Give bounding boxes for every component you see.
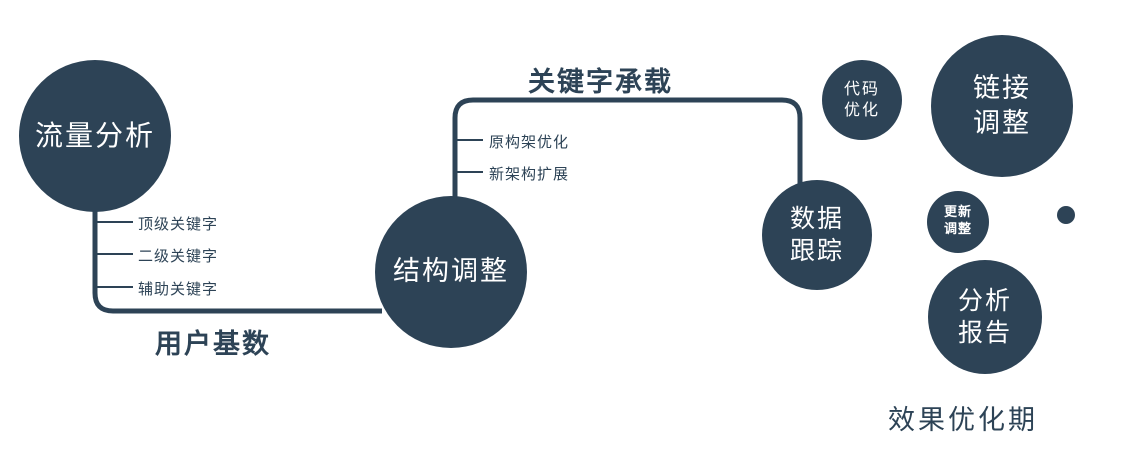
- node-data-tracking-line2: 跟踪: [789, 236, 844, 265]
- flow-label-user-base: 用户基数: [155, 329, 271, 360]
- flow-label-keyword-carrying: 关键字承载: [528, 67, 673, 98]
- node-code-optimization-line2: 优化: [843, 100, 880, 119]
- branch-label-original-architecture: 原构架优化: [489, 133, 570, 151]
- node-traffic-analysis: 流量分析: [19, 60, 171, 212]
- node-analysis-report: 分析 报告: [928, 260, 1042, 374]
- node-update-adjustment-line1: 更新: [943, 205, 972, 221]
- node-data-tracking-line1: 数据: [789, 203, 844, 233]
- branch-label-auxiliary-keyword: 辅助关键字: [138, 280, 219, 298]
- node-link-adjustment-line1: 链接: [973, 72, 1031, 104]
- node-analysis-report-line2: 报告: [957, 318, 1012, 347]
- branch-label-top-keyword: 顶级关键字: [138, 215, 219, 233]
- node-traffic-analysis-label: 流量分析: [34, 118, 155, 152]
- node-structure-adjustment-label: 结构调整: [393, 256, 509, 288]
- node-analysis-report-line1: 分析: [957, 285, 1012, 315]
- phase-label: 效果优化期: [888, 405, 1038, 436]
- node-update-adjustment-line2: 调整: [943, 222, 972, 237]
- node-link-adjustment: 链接 调整: [931, 35, 1073, 177]
- node-update-adjustment: 更新 调整: [927, 191, 989, 253]
- node-code-optimization: 代码 优化: [822, 60, 902, 140]
- node-structure-adjustment: 结构调整: [375, 196, 527, 348]
- branch-label-new-architecture: 新架构扩展: [489, 165, 570, 183]
- node-data-tracking: 数据 跟踪: [762, 180, 872, 290]
- branch-label-secondary-keyword: 二级关键字: [138, 247, 219, 265]
- node-code-optimization-line1: 代码: [843, 79, 880, 99]
- connector-structure-to-tracking: [452, 97, 803, 205]
- bullet-dot: [1057, 206, 1075, 224]
- node-link-adjustment-line2: 调整: [973, 108, 1031, 139]
